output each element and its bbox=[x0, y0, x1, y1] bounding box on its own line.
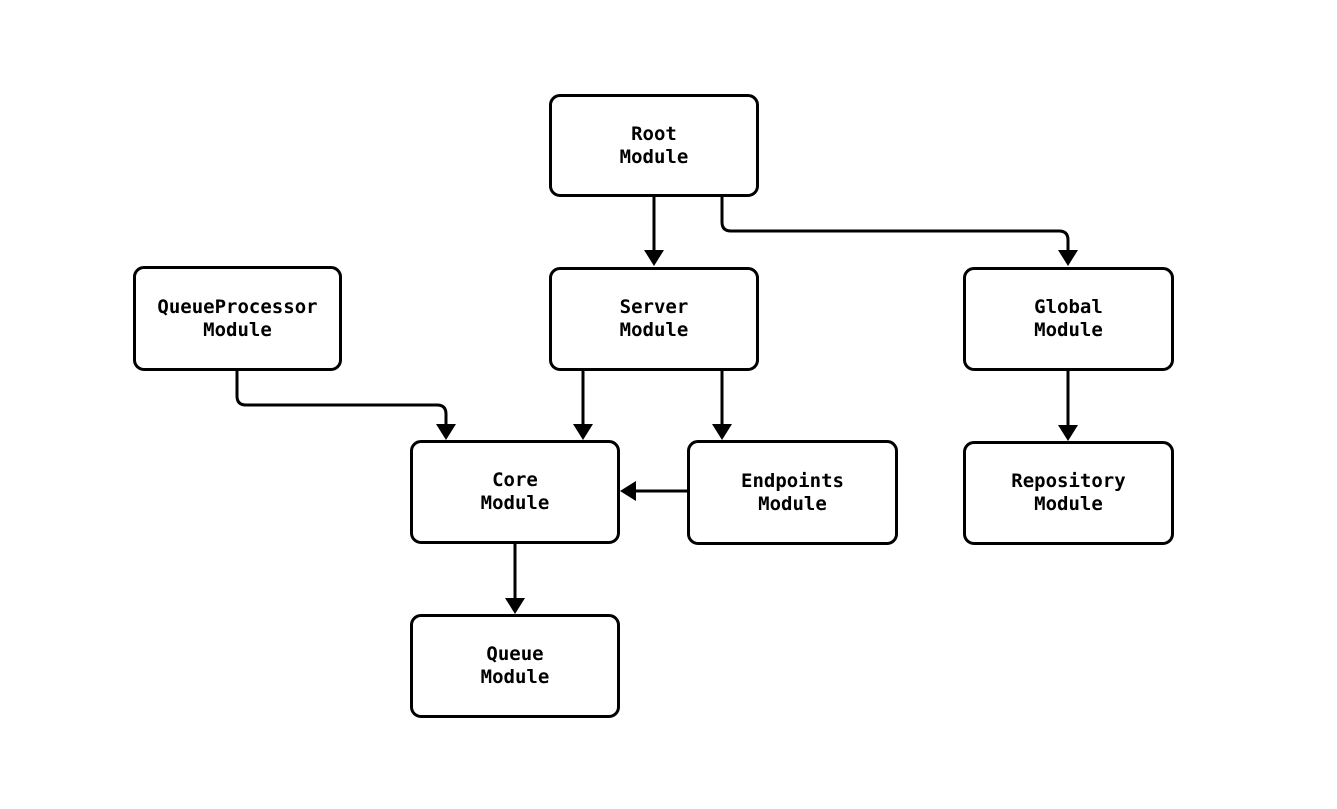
node-label-line2: Module bbox=[758, 492, 827, 515]
node-label-line2: Module bbox=[1034, 319, 1103, 341]
edge-line bbox=[720, 197, 1070, 250]
edge-arrowhead bbox=[620, 481, 636, 501]
edge-arrowhead bbox=[573, 424, 593, 440]
node-label-line1: Core bbox=[492, 469, 538, 491]
node-label-line1: Root bbox=[631, 122, 677, 145]
edge-arrowhead bbox=[505, 598, 525, 614]
node-label-line1: Server bbox=[619, 296, 689, 318]
edge-arrowhead bbox=[1058, 250, 1078, 266]
edge-root-to-server bbox=[644, 197, 664, 266]
edge-endpoints-to-core bbox=[620, 481, 687, 501]
edge-server-to-core bbox=[573, 371, 593, 440]
edge-server-to-endpoints bbox=[712, 371, 732, 440]
node-label-line2: Module bbox=[619, 319, 689, 341]
node-label-line2: Module bbox=[1034, 493, 1103, 515]
node-label-line2: Module bbox=[619, 145, 689, 168]
edge-arrowhead bbox=[644, 250, 664, 266]
node-label-line2: Module bbox=[203, 318, 272, 341]
edge-queueprocessor-to-core bbox=[235, 371, 456, 440]
node-label-line2: Module bbox=[480, 492, 550, 514]
node-label-line1: Queue bbox=[486, 643, 544, 665]
edge-root-to-global bbox=[720, 197, 1078, 266]
node-label-line1: QueueProcessor bbox=[157, 295, 318, 318]
edge-core-to-queue bbox=[505, 544, 525, 614]
node-label-line1: Endpoints bbox=[741, 469, 844, 492]
node-label-line2: Module bbox=[480, 666, 550, 688]
edge-global-to-repository bbox=[1058, 371, 1078, 441]
edge-arrowhead bbox=[712, 424, 732, 440]
edge-arrowhead bbox=[1058, 425, 1078, 441]
node-label-line1: Repository bbox=[1011, 470, 1126, 492]
edge-arrowhead bbox=[436, 424, 456, 440]
edge-line bbox=[235, 371, 448, 424]
node-label-line1: Global bbox=[1034, 296, 1103, 318]
